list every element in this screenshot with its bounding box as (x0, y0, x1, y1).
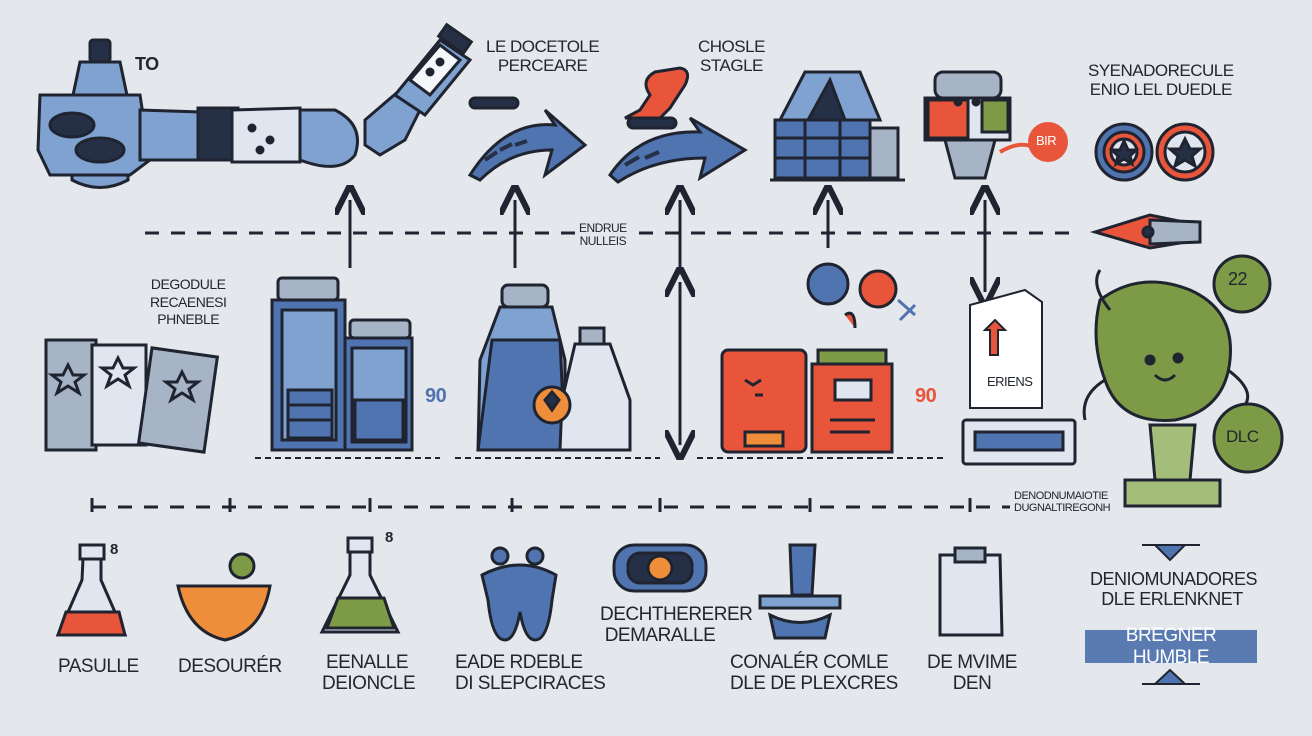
star-badge-icon-red (1155, 122, 1215, 182)
star-badge-icon-blue (1094, 122, 1154, 182)
orange-container-icon (810, 348, 894, 454)
step-label-3: SYENADORECULE ENIO LEL DUEDLE (1088, 61, 1234, 99)
caption-8: DENIOMUNADORES DLE ERLENKNET (1090, 569, 1258, 609)
left-block-label: DEGODULE RECAENESI PHNEBLE (150, 276, 227, 327)
flask-number: 8 (110, 541, 118, 558)
monster-number-bottom: DLC (1226, 427, 1259, 446)
flask-green-icon (319, 536, 401, 634)
step-label-2: CHOSLE STAGLE (698, 37, 765, 75)
pipe-valve-icon (758, 543, 842, 640)
pliers-icon (1089, 213, 1202, 250)
funnel-machine-icon (923, 70, 1068, 180)
caption-3: EENALLE DEIONCLE (322, 652, 416, 694)
monster-number-top: 22 (1228, 269, 1248, 289)
caption-5: DECHTHERERER DEMARALLE (600, 604, 753, 646)
chevron-arrow-icon-2 (608, 66, 748, 184)
number-label-right: 90 (915, 385, 937, 407)
factory-building-icon (770, 70, 905, 182)
flask-number-2: 8 (385, 529, 393, 546)
notepad-icon (938, 546, 1004, 637)
storage-jar-icon (270, 276, 414, 452)
bubble-icons (806, 262, 917, 329)
glove-vial-icon (363, 22, 474, 157)
caption-7: DE MVIME DEN (927, 652, 1017, 694)
device-icon (612, 543, 708, 593)
keyboard-tray-icon (961, 418, 1077, 466)
hand-bottle-icon (36, 38, 359, 189)
green-monster-mascot (1082, 254, 1284, 508)
paper-tag-icon (969, 288, 1043, 409)
number-label-left: 90 (425, 385, 447, 407)
tooth-icon (480, 546, 558, 642)
bowl-icon (176, 552, 272, 642)
hourglass-frame-icon (1142, 544, 1200, 685)
vertical-arrows (350, 200, 985, 445)
chevron-arrow-icon-1 (467, 96, 588, 182)
side-note: DENODNUMAIOTIE DUGNALTIREGONH (1012, 490, 1113, 515)
dashed-timeline-lower (90, 498, 1010, 517)
top-note: To (135, 54, 159, 74)
card-stack-icon (44, 338, 220, 454)
paper-tag-label: ERIENS (987, 374, 1033, 389)
caption-6: CONALÉR COMLE DLE DE PLEXCRES (730, 652, 898, 694)
caption-2: DESOURÉR (178, 656, 282, 677)
step-label-1: LE DOCETOLE PERCEARE (486, 37, 600, 75)
caption-1: PASULLE (58, 656, 139, 677)
red-badge-label: BIR (1036, 133, 1057, 148)
chemical-bottle-icon (476, 283, 632, 452)
mid-note: ENDRUE NULLEIS (575, 221, 631, 249)
red-container-icon (720, 348, 808, 454)
flask-red-icon (55, 543, 128, 637)
caption-4: EADE RDEBLE DI SLEPCIRACES (455, 652, 606, 694)
action-button[interactable]: BREGNER HUMBLE (1085, 625, 1257, 668)
